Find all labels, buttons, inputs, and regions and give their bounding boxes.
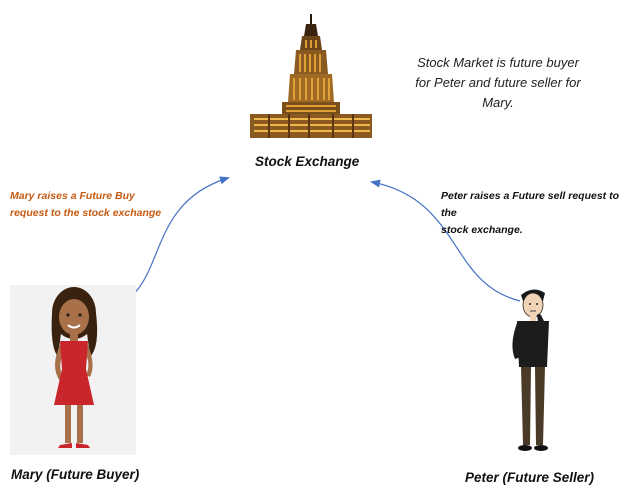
mary-label: Mary (Future Buyer) [11,467,140,482]
stock-exchange-label: Stock Exchange [255,154,360,169]
peter-label: Peter (Future Seller) [465,470,595,485]
market-note-line: Stock Market is future buyer [417,55,579,70]
market-note-line: for Peter and future seller for [415,75,581,90]
mary-request-text: Mary raises a Future Buy request to the … [10,188,161,222]
mary-request-line: request to the stock exchange [10,207,162,219]
man-figure-icon [512,289,549,451]
peter-to-exchange-arrow [370,179,521,302]
peter-request-text: Peter raises a Future sell request to th… [441,188,636,239]
skyscraper-icon [250,14,372,138]
market-note: Stock Market is future buyer for Peter a… [398,53,598,113]
peter-request-line: Peter raises a Future sell request to th… [441,190,619,219]
woman-figure-icon [10,285,136,455]
mary-request-line: Mary raises a Future Buy [10,190,135,202]
peter-request-line: stock exchange. [441,224,523,236]
market-note-line: Mary. [482,95,514,110]
